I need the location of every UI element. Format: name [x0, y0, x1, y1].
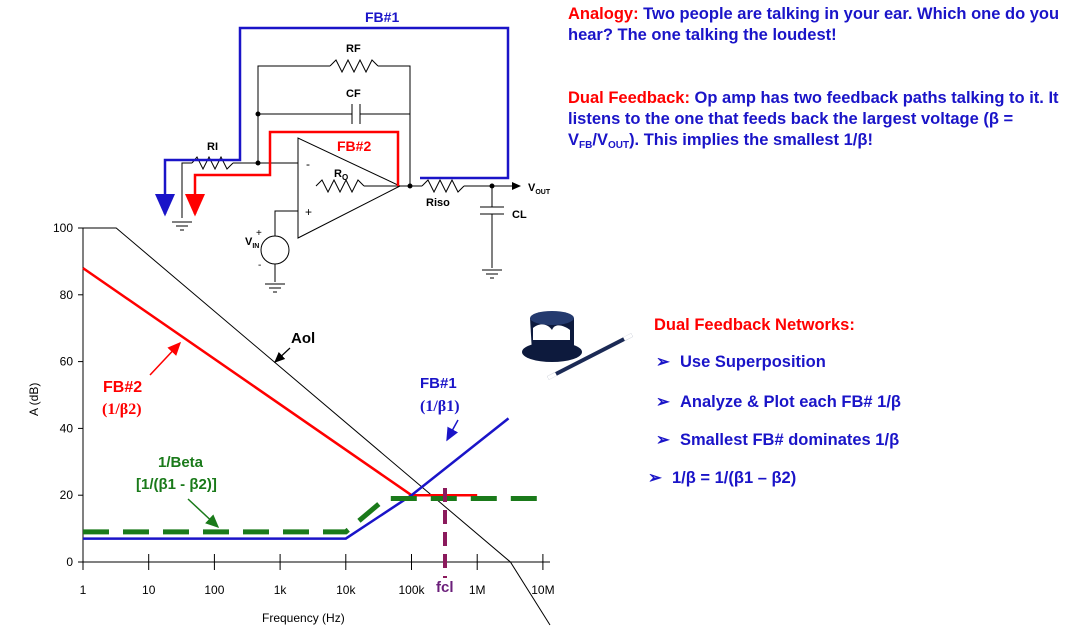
rf-resistor [329, 58, 379, 74]
y-tick-label: 40 [60, 421, 74, 435]
aol-pointer [274, 347, 291, 363]
node-cf [255, 111, 261, 117]
fb1-pointer [446, 419, 459, 442]
node-out [407, 183, 413, 189]
beta-label-line2: [1/(β1 - β2)] [136, 476, 217, 493]
fb1-label-line2: (1/β1) [420, 398, 460, 415]
x-tick-label: 10k [336, 583, 356, 597]
fb2-label-line2: (1/β2) [102, 401, 142, 418]
vout-label: VOUT [528, 182, 551, 196]
fb2-label-line1: FB#2 [103, 379, 142, 396]
magic-hat-icon [522, 311, 633, 380]
analogy-paragraph: Analogy: Two people are talking in your … [568, 4, 1063, 46]
fb2-circuit-label: FB#2 [337, 138, 371, 154]
bullet-arrow-icon: ➢ [656, 393, 670, 411]
analogy-body: Two people are talking in your ear. Whic… [568, 5, 1060, 44]
x-tick-label: 1k [274, 583, 288, 597]
networks-title: Dual Feedback Networks: [654, 316, 855, 334]
bullet-arrow-icon: ➢ [656, 431, 670, 449]
y-tick-label: 0 [66, 555, 73, 569]
bullet-arrow-icon: ➢ [648, 469, 662, 487]
y-tick-label: 20 [60, 488, 74, 502]
y-tick-label: 60 [60, 355, 74, 369]
ri-ground-wire [181, 162, 192, 218]
y-axis-label: A (dB) [27, 383, 41, 416]
x-axis-label: Frequency (Hz) [262, 611, 345, 625]
fb1-label-line1: FB#1 [420, 375, 457, 392]
fb2-line [82, 267, 478, 497]
aol-line [83, 227, 551, 626]
ro-label: RO [334, 168, 348, 182]
bode-plot: 0 20 40 60 80 100 1 10 100 1k 10k 100k 1M 10M fcl Ao… [27, 221, 555, 626]
y-tick-label: 100 [53, 221, 73, 235]
dual-feedback-heading: Dual Feedback: [568, 89, 690, 107]
vin-wire [274, 210, 298, 236]
opamp-minus: - [306, 157, 310, 171]
node-inv [255, 160, 261, 166]
rf-wire-right [378, 65, 411, 186]
riso-label: Riso [426, 197, 450, 209]
fb1-loop [155, 26, 510, 217]
dual-sub-fb: FB [579, 140, 593, 151]
y-tick-label: 80 [60, 288, 74, 302]
dual-feedback-networks: Dual Feedback Networks: [654, 316, 1054, 335]
fb2-loop [185, 130, 400, 217]
bullet-arrow-icon: ➢ [656, 353, 670, 371]
x-tick-label: 10M [531, 583, 554, 597]
ri-label: RI [207, 141, 218, 153]
vin-source [260, 235, 290, 265]
riso-resistor [421, 178, 465, 194]
x-tick-label: 10 [142, 583, 156, 597]
dual-feedback-paragraph: Dual Feedback: Op amp has two feedback p… [568, 88, 1063, 156]
networks-bullet-3: ➢Smallest FB# dominates 1/β [656, 431, 900, 449]
fb1-circuit-label: FB#1 [365, 9, 399, 25]
rf-label: RF [346, 43, 361, 55]
dual-feedback-body-1: Op amp has two feedback paths talking to… [568, 89, 1059, 149]
networks-bullet-4: ➢1/β = 1/(β1 – β2) [648, 469, 797, 487]
x-tick-label: 100k [398, 583, 425, 597]
beta-pointer [187, 498, 220, 529]
rf-wire [257, 65, 330, 164]
x-tick-label: 100 [204, 583, 224, 597]
ro-resistor [315, 178, 365, 194]
cf-label: CF [346, 88, 361, 100]
vin-label: VIN [245, 236, 259, 250]
opamp-plus: + [305, 205, 312, 219]
one-over-beta-line [83, 496, 543, 535]
networks-bullet-2: ➢Analyze & Plot each FB# 1/β [656, 393, 901, 411]
x-tick-label: 1M [469, 583, 486, 597]
fb1-line [83, 417, 510, 540]
op-amp-circuit [155, 26, 521, 293]
aol-label: Aol [291, 330, 315, 347]
networks-bullet-1: ➢Use Superposition [656, 353, 826, 371]
dual-sub-out: OUT [607, 140, 630, 151]
x-tick-label: 1 [80, 583, 87, 597]
vin-minus: - [258, 260, 261, 271]
fcl-label: fcl [436, 579, 454, 596]
op-amp-triangle [297, 137, 402, 239]
vin-plus: + [256, 228, 262, 239]
beta-label-line1: 1/Beta [158, 454, 204, 471]
cl-label: CL [512, 209, 527, 221]
dual-slash: /V [592, 131, 608, 149]
dual-feedback-body-2: ). This implies the smallest 1/β! [629, 131, 873, 149]
fb2-pointer [149, 341, 182, 376]
analogy-heading: Analogy: [568, 5, 639, 23]
